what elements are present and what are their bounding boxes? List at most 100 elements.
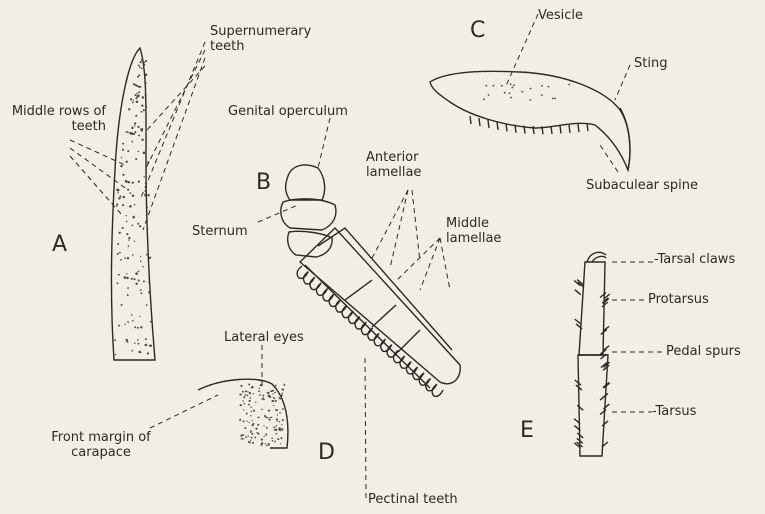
label-middle-lamellae: Middle lamellae [446, 216, 526, 246]
eye-dot [270, 417, 271, 418]
label-supernumerary-teeth: Supernumerary teeth [210, 24, 290, 54]
eye-dot [248, 383, 250, 385]
vesicle-dot [501, 85, 503, 87]
tooth-dot [145, 344, 148, 347]
eye-dot [250, 406, 251, 407]
eye-dot [251, 437, 253, 439]
tooth-dot [145, 94, 147, 96]
eye-dot [243, 396, 245, 398]
eye-dot [282, 419, 284, 421]
eye-dot [244, 427, 246, 429]
tooth-dot [126, 161, 128, 163]
eye-dot [261, 409, 263, 411]
tooth-dot [131, 141, 133, 143]
tooth-dot [146, 304, 148, 306]
tooth-dot [135, 283, 137, 285]
vesicle-dot [504, 92, 506, 94]
tooth-dot [122, 143, 124, 145]
tooth-dot [128, 237, 130, 239]
tooth-dot [134, 342, 135, 343]
tooth-dot [117, 243, 119, 245]
eye-dot [242, 434, 243, 435]
vesicle-dot [529, 99, 531, 101]
tooth-dot [128, 108, 130, 110]
tooth-dot [131, 132, 134, 135]
tooth-dot [137, 223, 139, 225]
tooth-dot [140, 256, 141, 257]
tooth-dot [149, 257, 151, 259]
eye-dot [249, 400, 251, 402]
eye-dot [245, 390, 247, 392]
tooth-dot [141, 104, 143, 106]
tooth-dot [135, 115, 137, 117]
eye-dot [242, 438, 244, 440]
tooth-dot [145, 83, 147, 85]
figure-letter-e: E [520, 418, 534, 443]
tooth-dot [131, 278, 133, 280]
bristle [569, 125, 570, 133]
tooth-dot [135, 158, 137, 160]
figure-letter-c: C [470, 18, 485, 43]
tooth-dot [142, 266, 144, 268]
eye-dot [269, 419, 271, 421]
eye-dot [279, 421, 280, 422]
vesicle-dot [493, 85, 495, 87]
label-lateral-eyes: Lateral eyes [224, 330, 304, 345]
tooth-dot [139, 316, 140, 317]
tooth-dot [147, 352, 149, 354]
tooth-dot [119, 196, 121, 198]
tooth-dot [132, 181, 134, 183]
pectinal-tooth [329, 294, 340, 306]
eye-dot [265, 443, 266, 444]
eye-dot [275, 429, 277, 431]
eye-dot [242, 420, 244, 422]
tooth-dot [144, 195, 146, 197]
eye-dot [280, 437, 282, 439]
eye-dot [265, 433, 267, 435]
pectinal-tooth [361, 322, 372, 334]
vesicle-dot [488, 94, 490, 96]
tooth-dot [147, 227, 148, 228]
eye-dot [284, 384, 286, 386]
eye-dot [246, 413, 248, 415]
tooth-dot [122, 204, 124, 206]
eye-dot [248, 404, 250, 406]
tooth-dot [147, 194, 149, 196]
eye-dot [250, 440, 251, 441]
tooth-dot [138, 343, 140, 345]
label-pedal-spurs: Pedal spurs [666, 344, 741, 359]
tooth-dot [127, 150, 129, 152]
tooth-dot [144, 190, 146, 192]
eye-dot [251, 433, 253, 435]
label-genital-operculum: Genital operculum [228, 104, 348, 119]
eye-dot [252, 386, 254, 388]
tooth-dot [140, 289, 142, 291]
tooth-dot [124, 276, 127, 279]
eye-dot [250, 431, 252, 433]
tooth-dot [141, 139, 143, 141]
eye-dot [277, 438, 279, 440]
label-pectinal-teeth: Pectinal teeth [368, 492, 458, 507]
eye-dot [249, 422, 250, 423]
tooth-dot [149, 345, 151, 347]
eye-dot [281, 424, 282, 425]
tooth-dot [136, 95, 138, 97]
tooth-dot [127, 257, 129, 259]
eye-dot [273, 426, 275, 428]
tooth-dot [127, 132, 129, 134]
tooth-dot [134, 240, 135, 241]
tooth-dot [141, 292, 143, 294]
eye-dot [267, 392, 268, 393]
eye-dot [280, 430, 281, 431]
bristle [551, 126, 552, 134]
tooth-dot [137, 76, 139, 78]
tooth-dot [132, 127, 134, 129]
tooth-dot [119, 252, 121, 254]
tooth-dot [124, 257, 126, 259]
tooth-dot [120, 259, 122, 261]
eye-dot [249, 393, 251, 395]
tooth-dot [145, 106, 147, 108]
figure-c-leader-lines [505, 14, 630, 172]
figure-a-leader-lines [70, 42, 205, 230]
